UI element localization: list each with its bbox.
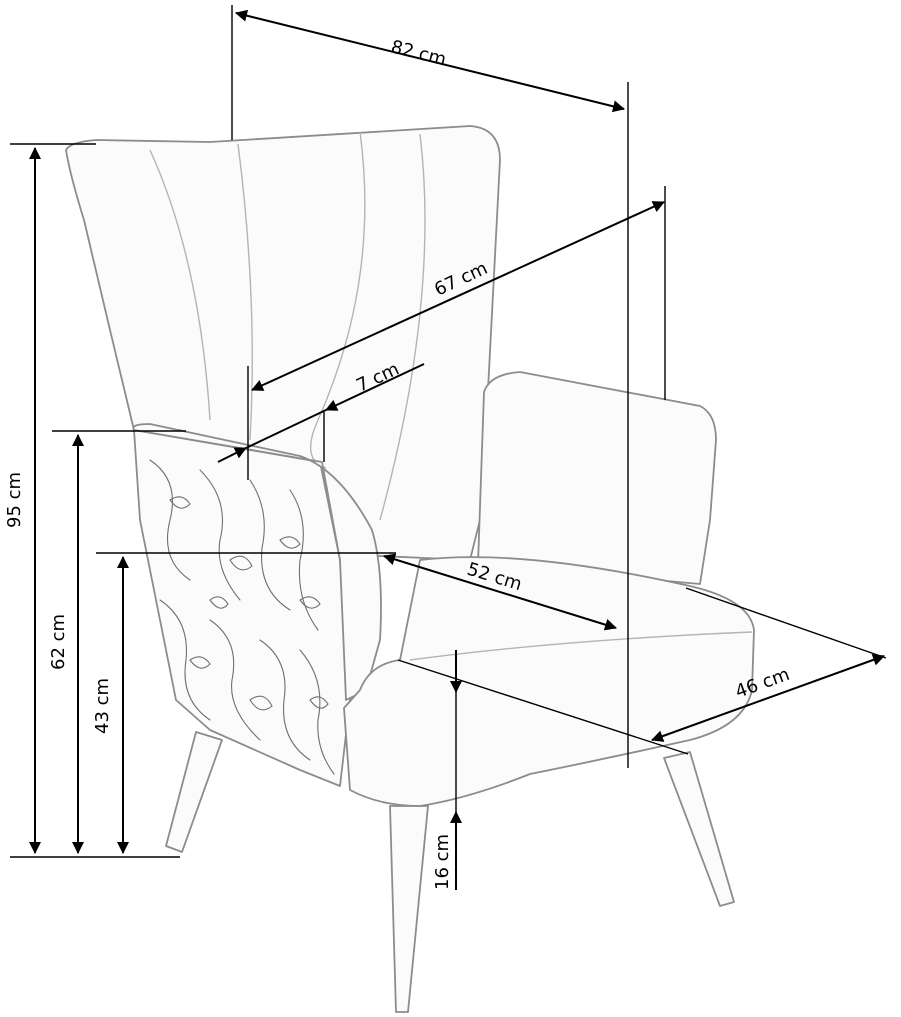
dimension-line-7-mid <box>245 409 327 449</box>
chair-armrest-right <box>477 371 717 585</box>
dimension-line-52 <box>383 553 617 631</box>
extension-line-46-bottom <box>397 659 689 755</box>
label-62cm: 62 cm <box>48 614 69 670</box>
dimension-line-46 <box>651 654 885 742</box>
extension-line-46-top <box>685 587 887 659</box>
dimension-line-67 <box>251 201 665 391</box>
backrest-seam-2 <box>237 143 253 441</box>
label-95cm: 95 cm <box>4 472 25 528</box>
armchair-illustration <box>65 125 755 1013</box>
seat-piping <box>409 631 753 661</box>
dimension-line-7-left-arrow <box>217 447 247 463</box>
backrest-seam-1 <box>149 149 211 421</box>
label-82cm: 82 cm <box>389 36 448 70</box>
chair-leg-front-left <box>165 731 223 853</box>
chair-armrest-left <box>132 423 382 701</box>
floral-pattern <box>149 459 335 775</box>
label-43cm: 43 cm <box>92 678 113 734</box>
chair-leg-front-right <box>663 751 735 907</box>
label-16cm: 16 cm <box>432 834 453 890</box>
chair-leg-front-center <box>389 805 429 1013</box>
dimension-line-7-right-arrow <box>325 363 425 411</box>
dimension-line-82 <box>235 9 625 113</box>
